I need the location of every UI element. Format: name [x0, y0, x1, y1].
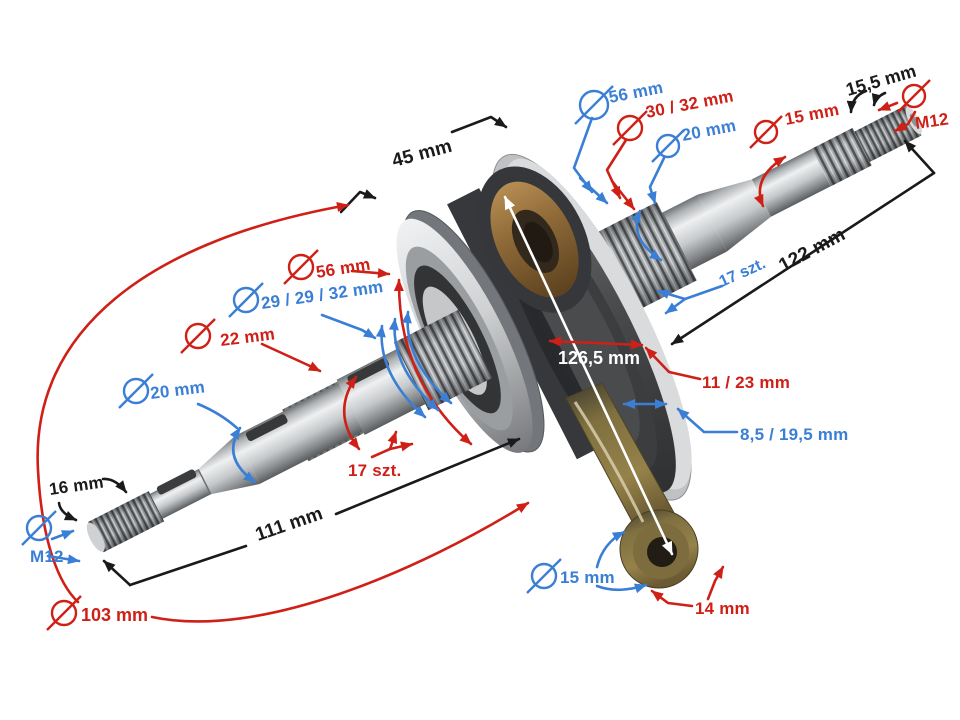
diameter-icon [118, 373, 154, 409]
taper-right [697, 179, 771, 252]
label-dia-29-29-32: 29 / 29 / 32 mm [260, 277, 384, 313]
label-len-16: 16 mm [48, 473, 105, 499]
shaft-20 [235, 383, 363, 485]
keyway-slot [245, 414, 288, 442]
label-len-45: 45 mm [390, 136, 455, 172]
dim-126-5-arrow [503, 195, 674, 556]
diameter-icon [526, 558, 562, 594]
neck-left [150, 469, 211, 519]
diameter-icon [749, 115, 783, 149]
diameter-icon [21, 510, 57, 546]
diameter-icon [612, 110, 648, 146]
small-end-hole [647, 537, 677, 567]
label-dia-15-bottom: 15 mm [560, 568, 615, 587]
diameter-icon [651, 129, 685, 163]
label-count-17-left: 17 szt. [348, 461, 401, 480]
diameter-icon [180, 318, 216, 354]
label-len-111: 111 mm [253, 503, 326, 546]
label-len-122: 122 mm [775, 224, 848, 276]
diameter-icon [228, 282, 264, 318]
diameter-icon [46, 595, 82, 631]
label-len-8-5-19-5: 8,5 / 19,5 mm [740, 425, 848, 444]
label-len-11-23: 11 / 23 mm [702, 373, 790, 392]
label-dia-103: 103 mm [81, 605, 148, 625]
label-thread-m12-right: M12 [914, 109, 950, 133]
diameter-icon [574, 85, 614, 125]
collar-right [662, 194, 727, 270]
red-dimension-lines [36, 101, 917, 623]
label-dia-56-left: 56 mm [315, 255, 372, 282]
diameter-icon [897, 79, 931, 113]
label-dia-20-right: 20 mm [680, 116, 737, 145]
label-thread-m12-left: M12 [30, 547, 64, 566]
label-len-14: 14 mm [695, 599, 750, 618]
keyway-slot [156, 469, 197, 495]
label-dia-15-right: 15 mm [783, 100, 840, 129]
blue-dimension-lines [46, 116, 739, 594]
black-dimension-lines [57, 89, 936, 587]
diameter-icon [283, 249, 319, 285]
label-dia-20-left: 20 mm [149, 377, 206, 403]
label-len-126-5: 126,5 mm [558, 348, 640, 368]
